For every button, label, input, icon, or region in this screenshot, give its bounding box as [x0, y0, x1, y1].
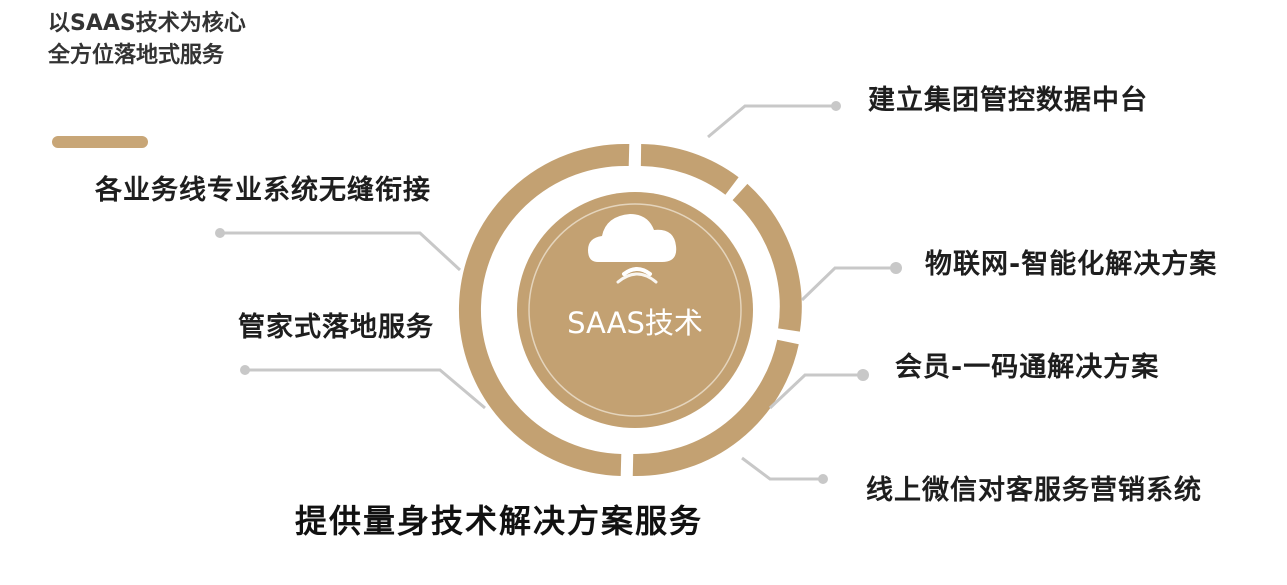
- ring-segment-right-lower: [632, 339, 799, 477]
- ring-segment-left: [458, 143, 630, 476]
- header-line-2: 全方位落地式服务: [48, 43, 225, 68]
- cloud-wifi-icon: [588, 214, 677, 284]
- accent-bar: [52, 136, 148, 148]
- inner-disc: [517, 192, 753, 428]
- right-item-membership: 会员-一码通解决方案: [895, 352, 1160, 383]
- connector-dot: [818, 474, 828, 484]
- center-label: SAAS技术: [567, 306, 703, 340]
- connector-top-right: [707, 104, 835, 139]
- connector-left-upper: [220, 231, 462, 272]
- right-item-data-platform: 建立集团管控数据中台: [868, 85, 1148, 116]
- connector-right-lower: [768, 373, 862, 410]
- connector-dot: [240, 365, 250, 375]
- connector-dot: [857, 369, 869, 381]
- connector-left-lower: [245, 368, 486, 410]
- inner-disc-outline: [528, 203, 742, 417]
- footer-title: 提供量身技术解决方案服务: [295, 502, 704, 540]
- connector-bottom-right: [741, 456, 822, 481]
- outer-ring: [458, 143, 802, 477]
- connector-dot: [890, 262, 902, 274]
- ring-segment-right-upper: [732, 183, 802, 332]
- connector-right-middle: [800, 266, 895, 302]
- connector-dot: [831, 101, 841, 111]
- header-text: 以SAAS技术为核心 全方位落地式服务: [48, 8, 246, 72]
- header-line-1: 以SAAS技术为核心: [48, 11, 246, 36]
- connector-dot: [215, 228, 225, 238]
- right-item-wechat-marketing: 线上微信对客服务营销系统: [866, 475, 1202, 506]
- ring-segment-top-right: [640, 144, 739, 195]
- left-item-butler-service: 管家式落地服务: [238, 312, 434, 343]
- left-item-integration: 各业务线专业系统无缝衔接: [95, 175, 431, 206]
- right-item-iot: 物联网-智能化解决方案: [925, 249, 1218, 280]
